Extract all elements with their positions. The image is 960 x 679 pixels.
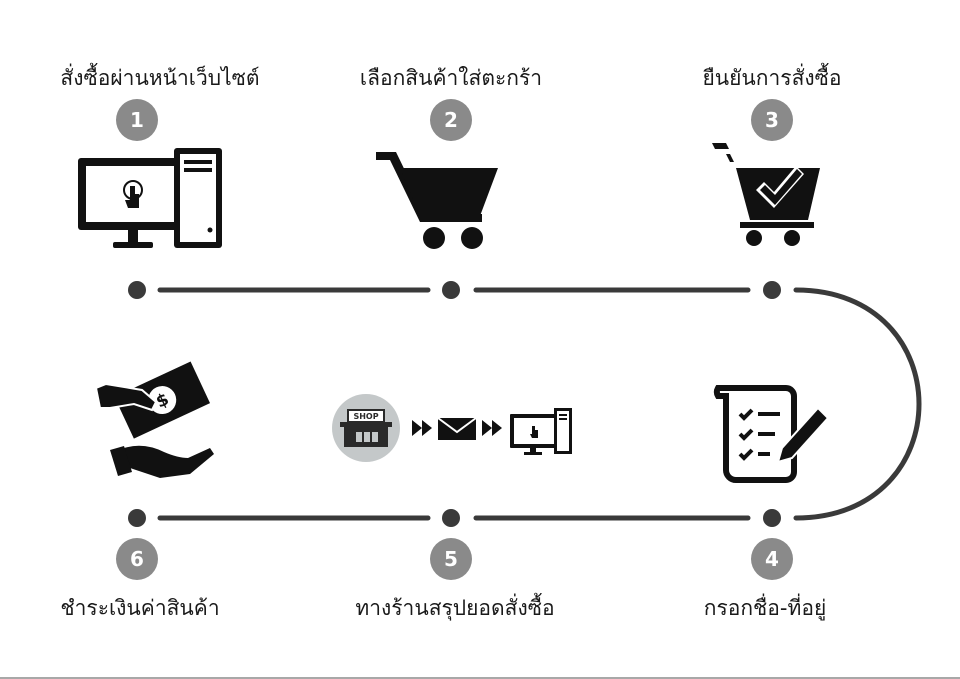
step-5-badge: 5 <box>430 538 472 580</box>
cart-checkmark-icon <box>712 143 820 246</box>
step-1-badge: 1 <box>116 99 158 141</box>
step-4-badge: 4 <box>751 538 793 580</box>
step-4-label: กรอกชื่อ-ที่อยู่ <box>703 596 827 620</box>
forward-arrows-icon <box>412 420 502 436</box>
small-computer-icon <box>510 408 572 455</box>
step-3-badge: 3 <box>751 99 793 141</box>
checklist-pen-icon <box>713 385 830 483</box>
dot-step-1 <box>128 281 146 299</box>
shop-sign-text: SHOP <box>353 412 378 421</box>
shopping-cart-icon <box>376 152 498 249</box>
desktop-computer-icon <box>78 148 222 248</box>
dot-step-5 <box>442 509 460 527</box>
step-2-badge: 2 <box>430 99 472 141</box>
step-6-badge: 6 <box>116 538 158 580</box>
hand-pay-money-icon: $ <box>94 361 214 478</box>
step-5-label: ทางร้านสรุปยอดสั่งซื้อ <box>355 596 555 620</box>
shop-mail-computer-icon: SHOP <box>332 394 572 462</box>
step-1-label: สั่งซื้อผ่านหน้าเว็บไซต์ <box>60 66 260 90</box>
dot-step-2 <box>442 281 460 299</box>
step-2-label: เลือกสินค้าใส่ตะกร้า <box>359 66 543 90</box>
dot-step-4 <box>763 509 781 527</box>
step-3-label: ยืนยันการสั่งซื้อ <box>702 66 842 90</box>
dot-step-6 <box>128 509 146 527</box>
envelope-icon <box>437 417 477 440</box>
dot-step-3 <box>763 281 781 299</box>
timeline-path <box>157 287 922 521</box>
bottom-divider <box>0 677 960 679</box>
connector-3-4-curve <box>793 287 922 521</box>
step-6-label: ชำระเงินค่าสินค้า <box>60 596 220 620</box>
timeline-dots <box>128 281 781 527</box>
shop-icon: SHOP <box>332 394 400 462</box>
